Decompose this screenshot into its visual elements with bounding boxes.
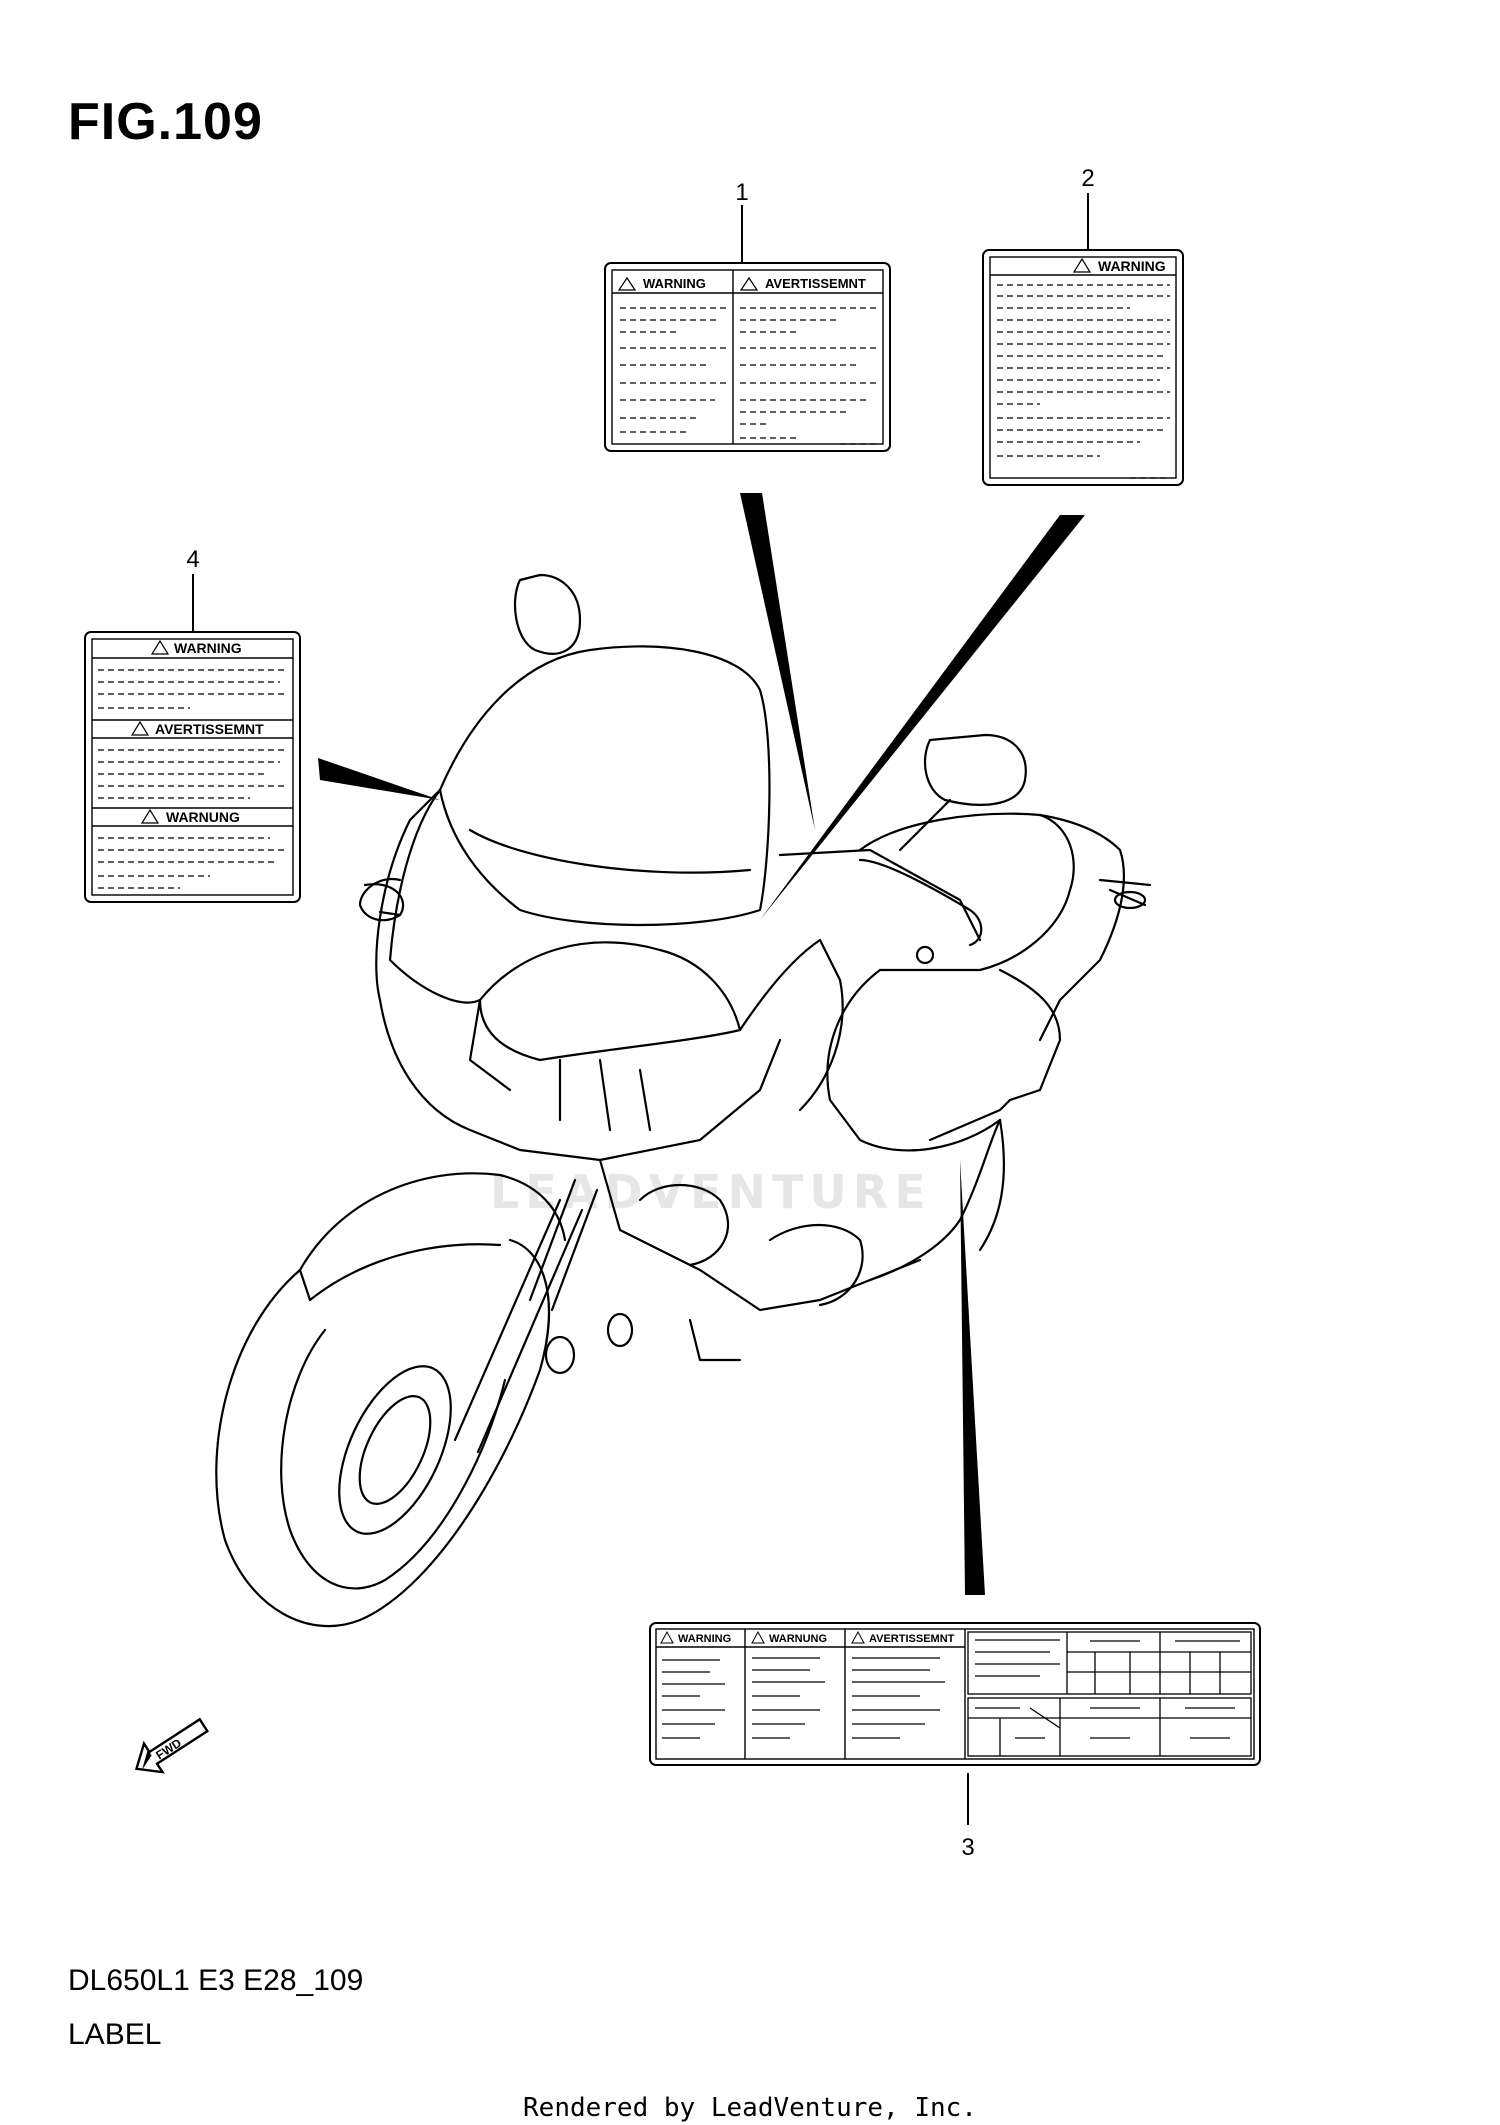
- label-2-header-warning: WARNING: [1098, 258, 1166, 274]
- label-1: WARNING AVERTISSEMNT: [604, 262, 891, 452]
- callout-number-3: 3: [961, 1834, 974, 1861]
- label-1-text-lines: [620, 307, 880, 445]
- label-2-text-lines: [997, 284, 1170, 479]
- label-4: WARNING AVERTISSEMNT WARNUNG: [84, 631, 301, 903]
- label-3-header-avertissement: AVERTISSEMNT: [869, 1633, 955, 1645]
- callout-number-4: 4: [186, 546, 199, 573]
- callout-1: 1: [735, 179, 749, 262]
- label-2: WARNING: [982, 249, 1184, 486]
- section-name: LABEL: [68, 2018, 162, 2051]
- callout-number-1: 1: [735, 179, 748, 206]
- leader-wedges: [318, 493, 1085, 1595]
- label-1-header-avertissement: AVERTISSEMNT: [765, 276, 866, 291]
- label-4-text-lines: [98, 669, 285, 889]
- label-3-header-warning: WARNING: [678, 1633, 731, 1645]
- label-1-header-warning: WARNING: [643, 276, 706, 291]
- label-3: WARNING WARNUNG AVERTISSEMNT: [649, 1622, 1261, 1766]
- label-3-header-warnung: WARNUNG: [769, 1633, 827, 1645]
- label-3-spec-tables: [967, 1631, 1252, 1757]
- model-code: DL650L1 E3 E28_109: [68, 1964, 364, 1997]
- label-4-header-avertissement: AVERTISSEMNT: [155, 721, 264, 737]
- rendered-by-credit: Rendered by LeadVenture, Inc.: [523, 2093, 977, 2123]
- fwd-arrow-icon: FWD: [134, 1717, 210, 1774]
- motorcycle-drawing: [215, 573, 1152, 1628]
- figure-title: FIG.109: [68, 93, 263, 151]
- callout-2: 2: [1081, 165, 1095, 250]
- label-4-header-warnung: WARNUNG: [166, 809, 240, 825]
- callout-3: 3: [961, 1773, 975, 1861]
- callout-4: 4: [186, 546, 200, 632]
- label-3-text-lines: [662, 1657, 945, 1739]
- callout-number-2: 2: [1081, 165, 1094, 192]
- label-4-header-warning: WARNING: [174, 640, 242, 656]
